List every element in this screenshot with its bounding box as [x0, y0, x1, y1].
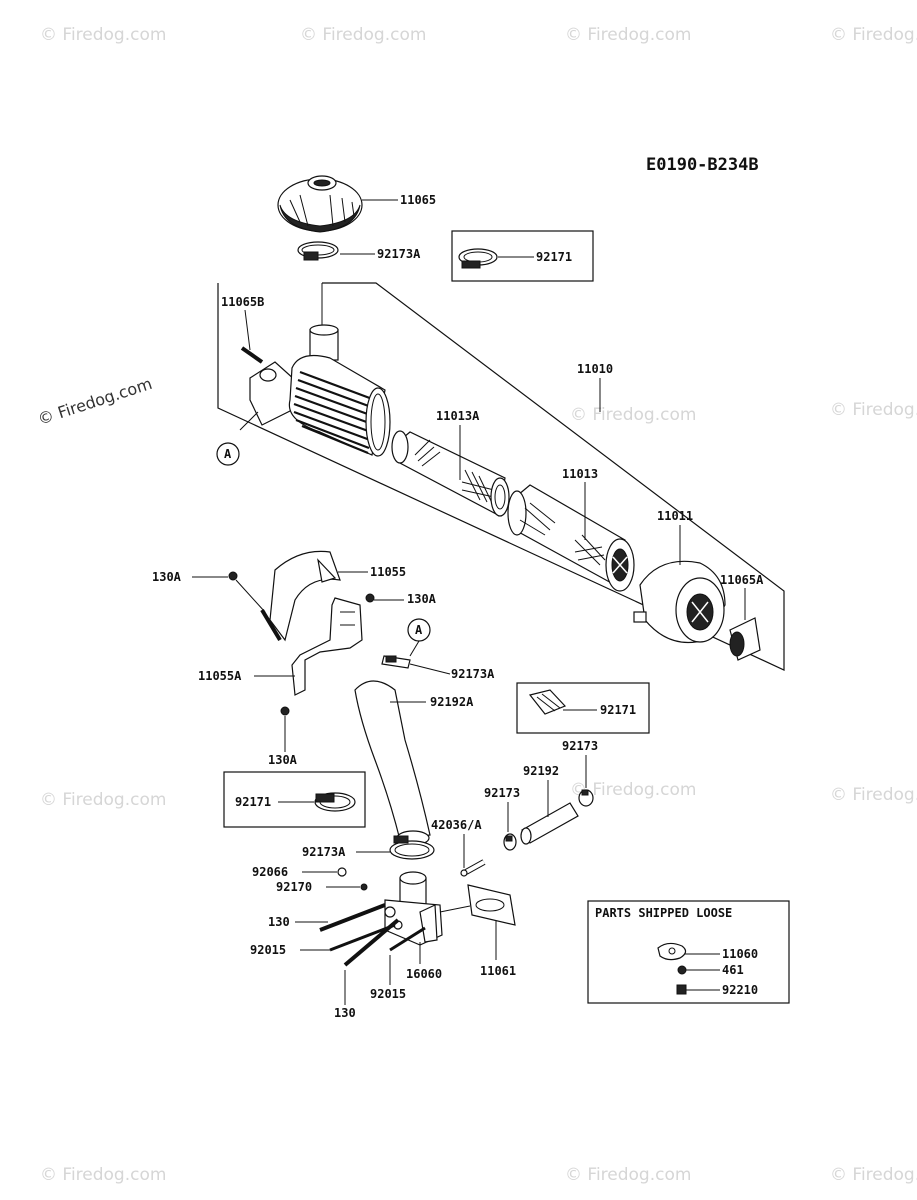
label-92173-mid: 92173	[484, 786, 520, 800]
watermark: © Firedog.com	[40, 25, 166, 45]
clamp-92173A	[297, 241, 339, 261]
watermark: © Firedog.com	[830, 1165, 917, 1185]
watermark: © Firedog.com	[565, 25, 691, 45]
label-92171: 92171	[536, 250, 572, 264]
label-92173-right: 92173	[562, 739, 598, 753]
label-16060: 16060	[406, 967, 442, 981]
bolt-130	[343, 918, 400, 967]
watermark: © Firedog.com	[565, 1165, 691, 1185]
bolt-92015	[389, 926, 426, 952]
watermark: © Firedog.com	[830, 785, 917, 805]
clamp-92173	[503, 833, 517, 851]
nut-92066	[337, 867, 347, 877]
label-11061: 11061	[480, 964, 516, 978]
label-11013: 11013	[562, 467, 598, 481]
diagram-code: E0190-B234B	[646, 155, 759, 175]
bolt-130A	[365, 593, 375, 603]
label-92173A: 92173A	[377, 247, 421, 261]
watermark: © Firedog.com	[570, 405, 696, 425]
watermark: © Firedog.com	[830, 400, 917, 420]
label-11011: 11011	[657, 509, 693, 523]
hose-92192A	[354, 680, 431, 846]
washer-92170	[360, 883, 368, 891]
label-11055: 11055	[370, 565, 406, 579]
label-92173A-low: 92173A	[302, 845, 346, 859]
parts-shipped-loose-box	[587, 900, 790, 1004]
label-92171-low: 92171	[235, 795, 271, 809]
clamp-92173A	[389, 835, 435, 860]
watermark: © Firedog.com	[830, 25, 917, 45]
watermark: © Firedog.com	[40, 1165, 166, 1185]
bolt-130	[319, 903, 386, 932]
clamp-92171	[528, 689, 567, 715]
label-11065B: 11065B	[221, 295, 264, 309]
watermark: © Firedog.com	[40, 790, 166, 810]
cover-11011	[633, 560, 726, 644]
callout-A	[216, 442, 240, 466]
label-130-a: 130	[268, 915, 290, 929]
parts-shipped-loose-title: PARTS SHIPPED LOOSE	[595, 906, 732, 920]
label-92192A: 92192A	[430, 695, 474, 709]
bolt-11065B	[240, 346, 264, 364]
label-130A-left: 130A	[152, 570, 182, 584]
assembly-outline-11010	[217, 282, 785, 671]
box-92171	[223, 771, 366, 828]
gasket-11061	[467, 884, 516, 926]
bracket-11055A	[291, 597, 363, 696]
bolt-130A	[280, 706, 290, 716]
label-11013A: 11013A	[436, 409, 480, 423]
clamp-92173	[578, 789, 594, 807]
clamp-92171	[314, 792, 356, 812]
callout-letter: A	[224, 447, 232, 461]
label-42036A: 42036/A	[431, 818, 482, 832]
filter-11013A	[391, 430, 510, 517]
clamp-92173A	[381, 655, 411, 669]
label-92173A-mid: 92173A	[451, 667, 495, 681]
label-130A-mid: 130A	[407, 592, 437, 606]
band-11055	[260, 550, 341, 642]
air-cleaner-housing	[249, 324, 391, 457]
label-92015-b: 92015	[370, 987, 406, 1001]
label-92171-mid: 92171	[600, 703, 636, 717]
watermark: © Firedog.com	[570, 780, 696, 800]
cap-11065	[277, 175, 363, 233]
label-130-b: 130	[334, 1006, 356, 1020]
nut-92210	[676, 984, 687, 995]
watermark: © Firedog.com	[300, 25, 426, 45]
label-92170: 92170	[276, 880, 312, 894]
valve-11065A	[729, 617, 761, 661]
label-11055A: 11055A	[198, 669, 242, 683]
loose-item-461: 461	[722, 963, 744, 977]
label-92015-a: 92015	[250, 943, 286, 957]
label-11065: 11065	[400, 193, 436, 207]
filter-11013	[507, 484, 635, 592]
label-11010: 11010	[577, 362, 613, 376]
label-130A-bottom: 130A	[268, 753, 298, 767]
callout-letter: A	[415, 623, 423, 637]
label-11065A: 11065A	[720, 573, 764, 587]
gasket-11060	[657, 942, 687, 961]
loose-item-11060: 11060	[722, 947, 758, 961]
label-92066: 92066	[252, 865, 288, 879]
label-92192: 92192	[523, 764, 559, 778]
washer-461	[677, 965, 687, 975]
pipe-42036A	[460, 859, 486, 877]
elbow-16060	[384, 871, 443, 946]
box-92171	[451, 230, 594, 282]
watermarks: © Firedog.com © Firedog.com © Firedog.co…	[35, 25, 917, 1185]
clamp-92171	[458, 248, 498, 269]
box-92171	[516, 682, 650, 734]
watermark: © Firedog.com	[35, 374, 154, 429]
bolt-130A	[228, 571, 238, 581]
hose-92192	[520, 802, 579, 845]
loose-item-92210: 92210	[722, 983, 758, 997]
